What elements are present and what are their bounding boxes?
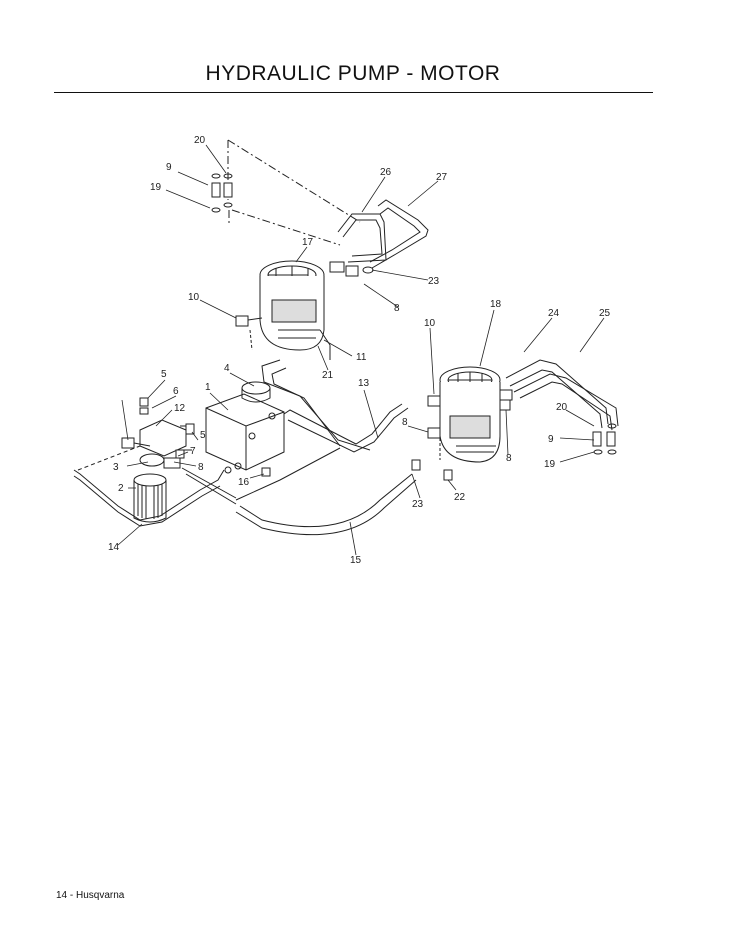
callout-4: 4 — [224, 363, 230, 374]
callout-15: 15 — [350, 555, 362, 566]
callout-8: 8 — [506, 453, 512, 464]
callout-23: 23 — [428, 276, 440, 287]
callout-3: 3 — [113, 462, 119, 473]
callout-9: 9 — [166, 162, 172, 173]
callout-13: 13 — [358, 378, 370, 389]
callout-10: 10 — [424, 318, 436, 329]
callout-14: 14 — [108, 542, 120, 553]
callout-17: 17 — [302, 237, 314, 248]
callout-9: 9 — [548, 434, 554, 445]
callout-6: 6 — [173, 386, 179, 397]
callout-7: 7 — [190, 446, 196, 457]
callout-24: 24 — [548, 308, 560, 319]
callout-5: 5 — [200, 430, 206, 441]
callout-8: 8 — [394, 303, 400, 314]
callout-1: 1 — [205, 382, 211, 393]
title-divider — [54, 92, 653, 93]
page-title: HYDRAULIC PUMP - MOTOR — [205, 62, 501, 85]
callout-22: 22 — [454, 492, 466, 503]
callout-19: 19 — [150, 182, 162, 193]
callout-2: 2 — [118, 483, 124, 494]
callout-10: 10 — [188, 292, 200, 303]
callout-23: 23 — [412, 499, 424, 510]
callout-5: 5 — [161, 369, 167, 380]
callout-26: 26 — [380, 167, 392, 178]
callout-27: 27 — [436, 172, 448, 183]
callout-12: 12 — [174, 403, 186, 414]
callout-8: 8 — [402, 417, 408, 428]
callout-11: 11 — [356, 352, 367, 363]
page-footer: 14 - Husqvarna — [56, 890, 125, 901]
callout-25: 25 — [599, 308, 611, 319]
callout-20: 20 — [556, 402, 568, 413]
callout-20: 20 — [194, 135, 206, 146]
callout-19: 19 — [544, 459, 556, 470]
callout-16: 16 — [238, 477, 250, 488]
callout-8: 8 — [198, 462, 204, 473]
callout-21: 21 — [322, 370, 334, 381]
callout-18: 18 — [490, 299, 502, 310]
